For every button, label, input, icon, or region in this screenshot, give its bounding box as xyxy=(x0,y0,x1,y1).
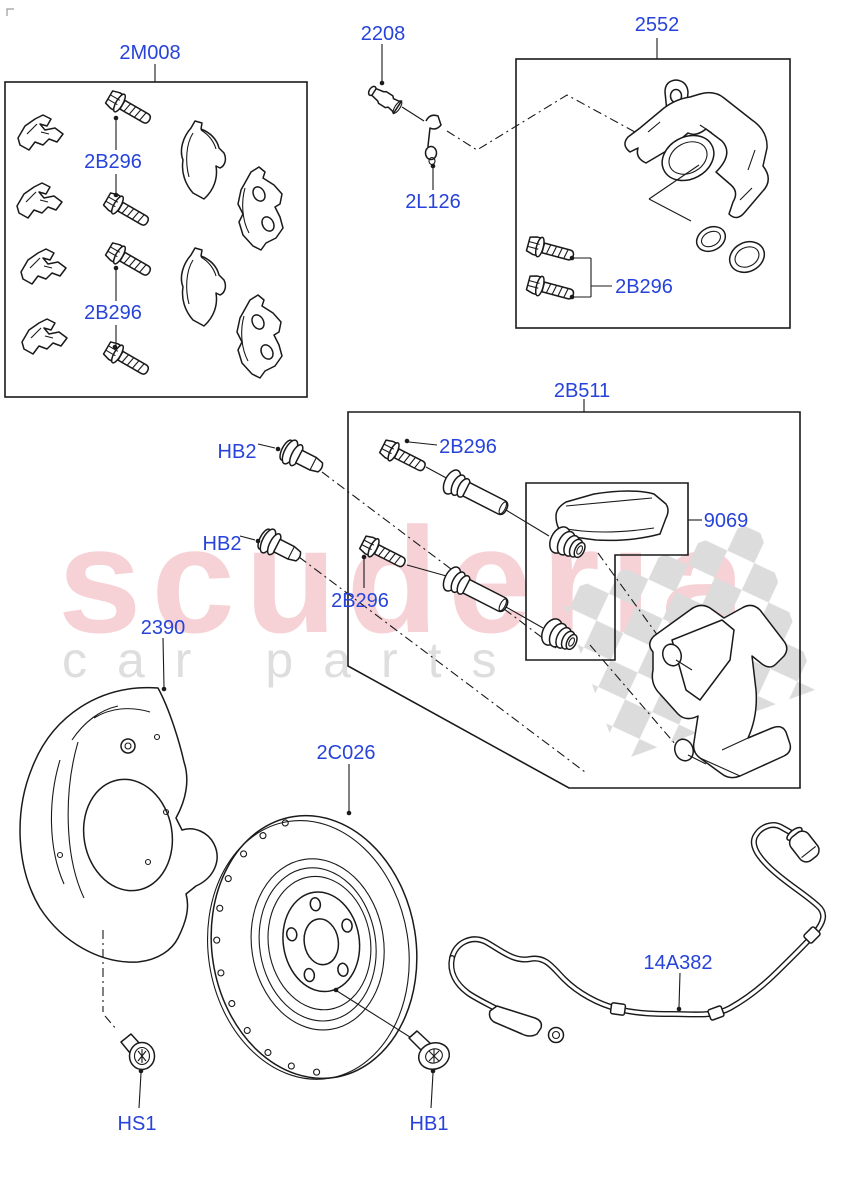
part-label-14a382: 14A382 xyxy=(643,952,713,974)
part-label-2552: 2552 xyxy=(634,14,680,36)
retainer-clip xyxy=(20,248,67,285)
part-label-hb1: HB1 xyxy=(409,1113,449,1135)
corner-mark xyxy=(6,8,14,16)
part-label-2m008: 2M008 xyxy=(119,42,181,64)
part-label-2208: 2208 xyxy=(360,23,406,45)
retainer-clip xyxy=(16,182,63,219)
caliper-guide-pin xyxy=(439,563,514,620)
dust-shield-2390 xyxy=(19,637,218,1031)
guide-pin-hb2 xyxy=(253,524,307,570)
box-2m008-pad-kit xyxy=(4,64,308,398)
caliper-anchor-bracket xyxy=(649,604,792,779)
retainer-clip xyxy=(21,318,68,355)
part-label-hs1: HS1 xyxy=(117,1113,157,1135)
caliper-bolt xyxy=(103,87,156,130)
part-label-2b511: 2B511 xyxy=(553,380,611,402)
caliper-bolt xyxy=(524,233,577,267)
brake-pad-inner xyxy=(180,120,227,200)
part-label-9069: 9069 xyxy=(703,510,749,532)
retainer-clip xyxy=(17,114,64,151)
caliper-bolt xyxy=(101,338,154,381)
screw-hb1 xyxy=(333,987,451,1109)
part-label-2b296-a: 2B296 xyxy=(84,151,142,173)
brake-pad-inner xyxy=(180,247,227,327)
harness-bracket xyxy=(488,1005,543,1037)
wear-sensor-harness-14a382 xyxy=(448,822,827,1044)
guide-pin-bolt xyxy=(357,532,410,574)
part-label-2b296-c: 2B296 xyxy=(615,276,673,298)
part-label-2l126: 2L126 xyxy=(405,191,461,213)
caliper-bolt xyxy=(101,189,154,232)
box-2b511-guide-pin-kit xyxy=(239,399,801,789)
caliper-guide-pin xyxy=(439,466,514,523)
part-label-2390: 2390 xyxy=(140,617,186,639)
watermark-tagline: car parts xyxy=(62,632,527,688)
bracket-2l126 xyxy=(424,114,442,190)
box-2552-caliper xyxy=(515,38,791,329)
part-label-hb2-b: HB2 xyxy=(202,533,242,555)
sensor-head xyxy=(786,826,820,863)
guide-pin-hb2 xyxy=(275,435,329,481)
part-label-2b296-e: 2B296 xyxy=(331,590,389,612)
dust-seal xyxy=(728,240,766,274)
brake-caliper xyxy=(624,79,769,219)
part-label-2c026: 2C026 xyxy=(316,742,376,764)
part-label-2b296-d: 2B296 xyxy=(439,436,497,458)
bleed-screw-2208 xyxy=(367,44,425,122)
brake-disc-2c026 xyxy=(206,764,418,1080)
caliper-bolt xyxy=(524,272,577,306)
part-label-hb2-a: HB2 xyxy=(217,441,257,463)
screw-hs1 xyxy=(120,1033,156,1109)
caliper-bolt xyxy=(103,239,156,282)
piston-seal xyxy=(695,225,727,253)
part-label-2b296-b: 2B296 xyxy=(84,302,142,324)
brake-pad-outer xyxy=(236,294,283,379)
brake-pad-outer xyxy=(237,166,284,251)
